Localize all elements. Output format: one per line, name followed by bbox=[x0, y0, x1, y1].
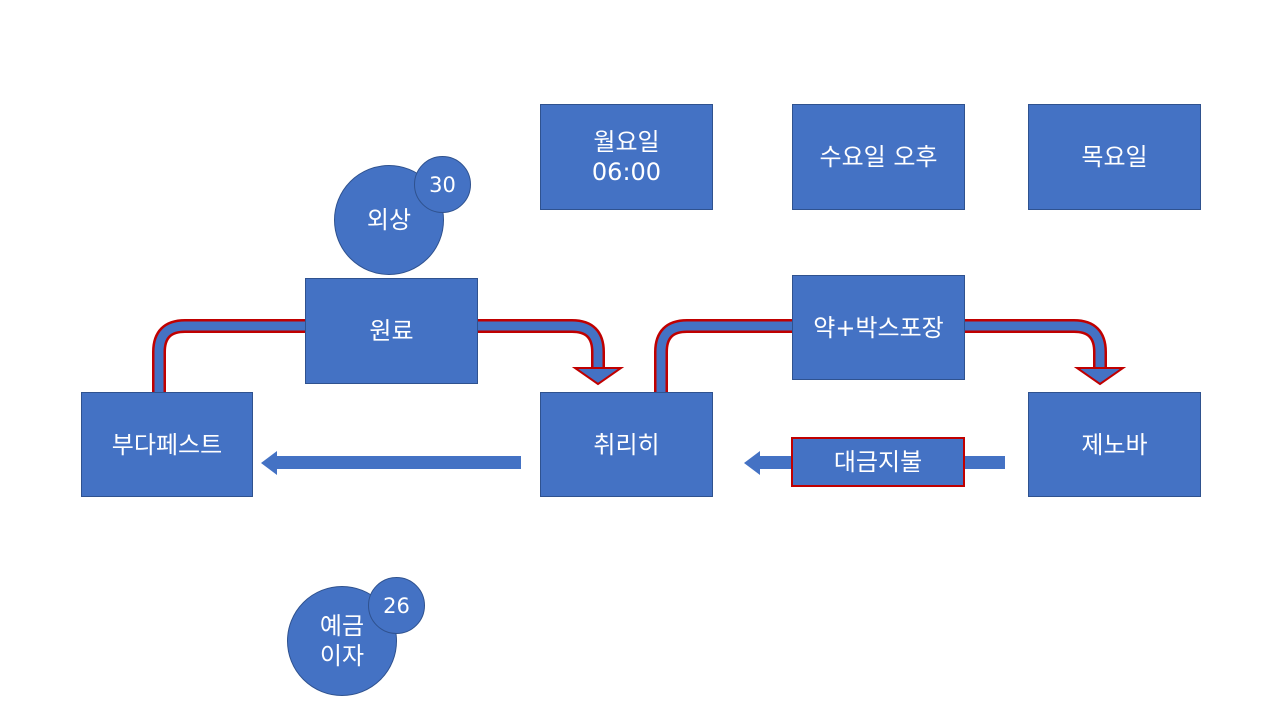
genoa-box: 제노바 bbox=[1028, 392, 1201, 497]
drug-packaging-label: 약+박스포장 bbox=[813, 313, 944, 342]
wednesday-box: 수요일 오후 bbox=[792, 104, 965, 210]
genoa-label: 제노바 bbox=[1081, 430, 1148, 459]
wednesday-label: 수요일 오후 bbox=[819, 143, 938, 171]
budapest-label: 부다페스트 bbox=[111, 430, 223, 459]
thursday-box: 목요일 bbox=[1028, 104, 1201, 210]
curved-arrow-right-head bbox=[1073, 367, 1127, 386]
raw-material-box: 원료 bbox=[305, 278, 478, 384]
injury-badge: 30 bbox=[414, 156, 471, 213]
monday-label: 월요일 bbox=[593, 128, 660, 156]
deposit-badge-value: 26 bbox=[383, 593, 410, 618]
raw-material-label: 원료 bbox=[369, 317, 414, 345]
monday-box: 월요일 06:00 bbox=[540, 104, 713, 210]
curved-arrow-left-head bbox=[571, 367, 625, 386]
deposit-interest-circle: 예금 이자 bbox=[287, 586, 397, 696]
monday-time: 06:00 bbox=[591, 158, 662, 186]
drug-packaging-box: 약+박스포장 bbox=[792, 275, 965, 380]
chirihi-box: 취리히 bbox=[540, 392, 713, 497]
thursday-label: 목요일 bbox=[1081, 143, 1148, 171]
arrow-to-budapest bbox=[261, 451, 521, 475]
injury-label: 외상 bbox=[366, 206, 412, 234]
budapest-box: 부다페스트 bbox=[81, 392, 253, 497]
deposit-label-line2: 이자 bbox=[319, 642, 365, 670]
injury-badge-value: 30 bbox=[429, 172, 456, 197]
chirihi-label: 취리히 bbox=[593, 430, 660, 459]
payment-box: 대금지불 bbox=[791, 437, 965, 487]
deposit-label-line1: 예금 bbox=[319, 612, 365, 640]
deposit-badge: 26 bbox=[368, 577, 425, 634]
payment-label: 대금지불 bbox=[833, 448, 923, 476]
